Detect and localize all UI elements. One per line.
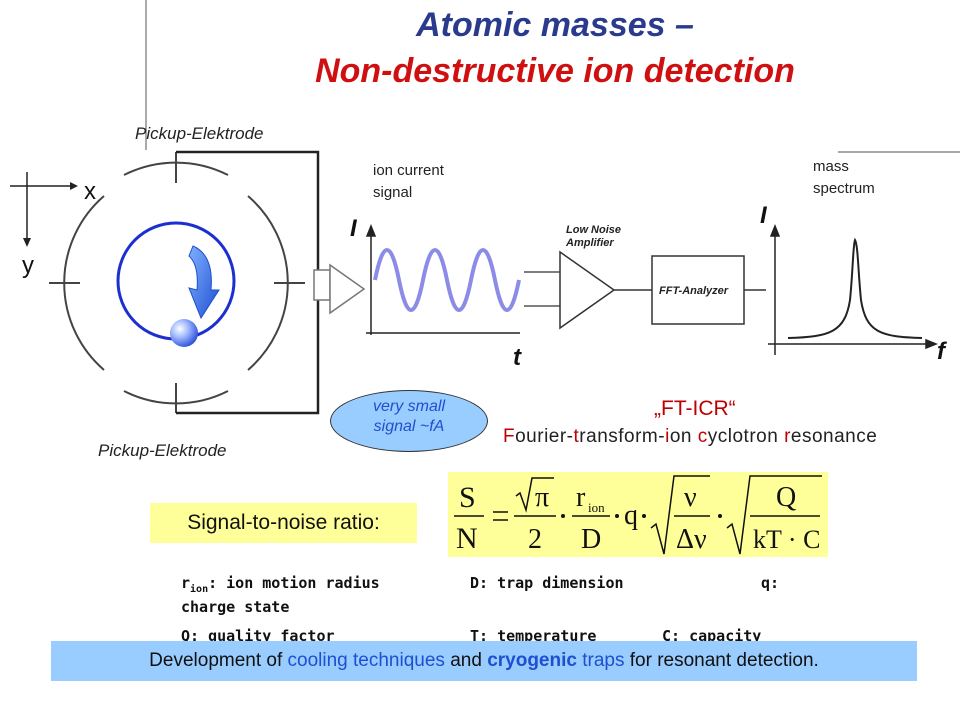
formula-two: 2	[528, 524, 542, 555]
rotation-arrow-icon	[188, 245, 220, 320]
snr-formula: S N π 2 r ion D q ν Δν Q kT · C	[448, 472, 828, 557]
snr-label: Signal-to-noise ratio:	[150, 503, 417, 543]
pickup-electrode-bottom-label: Pickup-Elektrode	[98, 441, 227, 460]
var-trap-dimension: D: trap dimension	[470, 574, 624, 592]
ion-current-label: ion current signal	[373, 162, 444, 201]
very-small-signal-badge: very small signal ~fA	[330, 390, 488, 452]
var-q-label: q:	[761, 574, 780, 592]
title-line-2: Non-destructive ion detection	[315, 52, 795, 90]
signal-axis-t: t	[513, 344, 521, 371]
axis-x-label: x	[84, 178, 96, 205]
trap-electrodes	[49, 152, 305, 413]
var-radius: rion: ion motion radius	[181, 574, 380, 595]
signal-axis-i: I	[350, 215, 357, 242]
formula-dnu: Δν	[676, 524, 707, 555]
formula-nu: ν	[684, 482, 697, 513]
axis-y-label: y	[22, 252, 34, 279]
var-charge-state: charge state	[181, 598, 290, 616]
mass-spectrum-label: mass spectrum	[813, 158, 875, 197]
ion-sphere-icon	[170, 319, 198, 347]
bottom-banner: Development of cooling techniques and cr…	[51, 641, 917, 681]
low-noise-amplifier-icon	[559, 250, 616, 330]
signal-plot-axes	[365, 223, 520, 335]
pickup-electrode-top-label: Pickup-Elektrode	[135, 124, 264, 143]
formula-d: D	[581, 524, 601, 555]
amplifier-label: Low Noise Amplifier	[566, 224, 622, 249]
formula-ktc: kT · C	[753, 525, 820, 554]
formula-q-cap: Q	[776, 482, 796, 513]
formula-pi: π	[535, 482, 549, 513]
ft-icr-expansion: Fourier-transform-ion cyclotron resonanc…	[503, 426, 878, 447]
fft-analyzer-label: FFT-Analyzer	[659, 285, 729, 297]
ion-current-sine-wave	[373, 248, 521, 312]
var-quality-factor: Q: quality factor	[181, 627, 335, 645]
input-amplifier-icon	[313, 263, 366, 315]
ft-icr-label: „FT-ICR“	[654, 397, 736, 420]
formula-n: N	[456, 522, 478, 555]
spectrum-axis-i: I	[760, 202, 767, 229]
signal-wires	[524, 271, 560, 307]
formula-ion: ion	[588, 500, 605, 515]
spectrum-plot-axes	[768, 223, 939, 355]
spectrum-axis-f: f	[937, 338, 945, 365]
formula-q: q	[624, 500, 638, 531]
resonance-peak-curve	[787, 237, 923, 339]
var-temperature: T: temperature	[470, 627, 597, 645]
formula-r: r	[576, 482, 586, 513]
trap-diagram	[10, 150, 939, 415]
var-capacity: C: capacity	[662, 627, 762, 645]
formula-s: S	[459, 481, 476, 514]
title-line-1: Atomic masses –	[416, 6, 694, 44]
snr-formula-svg: S N π 2 r ion D q ν Δν Q kT · C	[454, 475, 822, 555]
fft-analyzer-box	[651, 255, 745, 325]
coordinate-axes	[10, 172, 78, 247]
